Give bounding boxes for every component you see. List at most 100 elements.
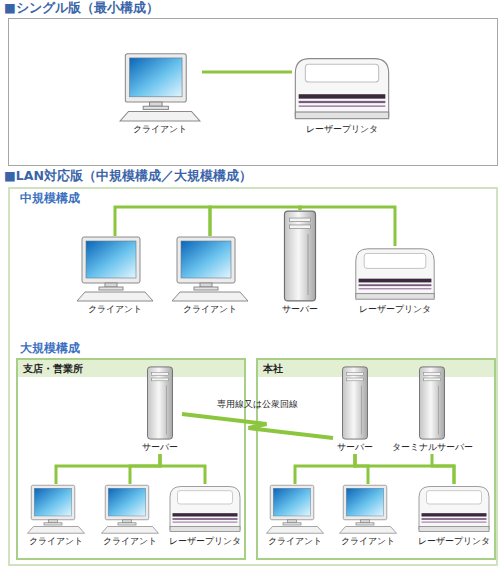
device-label: サーバー — [258, 302, 342, 316]
device-label: レーザープリンタ — [328, 302, 462, 316]
device-label: クライアント — [318, 534, 418, 548]
device-label: クライアント — [98, 122, 222, 136]
printer-body — [295, 59, 388, 117]
printer-device: レーザープリンタ — [292, 46, 392, 136]
client-icon — [338, 484, 398, 534]
monitor-body — [177, 237, 235, 283]
device-label: レーザープリンタ — [147, 534, 263, 548]
client-device: クライアント — [265, 484, 325, 548]
device-label: クライアント — [80, 534, 180, 548]
keyboard — [120, 112, 200, 121]
device-label: レーザープリンタ — [396, 534, 502, 548]
monitor-stand — [288, 520, 297, 523]
printer-base — [419, 527, 489, 532]
server-case — [148, 367, 173, 439]
monitor-base — [194, 287, 218, 290]
monitor-screen — [181, 241, 231, 278]
device-label: ターミナルサーバー — [368, 440, 496, 454]
site-heading: 支店・営業所 — [18, 360, 244, 377]
monitor-body — [31, 485, 75, 520]
paper-slot — [299, 105, 386, 107]
monitor-base — [283, 523, 301, 525]
case-edge — [438, 385, 439, 434]
printer-base — [170, 527, 240, 532]
monitor-stand — [361, 520, 370, 523]
monitor-base — [143, 106, 168, 109]
server-device: サーバー — [333, 366, 377, 454]
device-label: レーザープリンタ — [272, 122, 412, 136]
printer-body — [170, 487, 240, 530]
monitor-screen — [108, 488, 146, 516]
paper-slot — [299, 94, 386, 98]
printer-top — [178, 491, 233, 504]
monitor-screen — [130, 58, 183, 97]
server-icon — [278, 210, 322, 302]
client-device: クライアント — [338, 484, 398, 548]
paper-slot — [359, 288, 432, 289]
device-label: クライアント — [150, 302, 270, 316]
case-edge — [308, 234, 309, 295]
server-case — [420, 367, 445, 439]
server-icon — [388, 366, 476, 440]
site-heading: 本社 — [258, 360, 494, 377]
site-frame: 支店・営業所サーバークライアントクライアントレーザープリンタ — [16, 358, 246, 560]
server-case — [284, 211, 315, 301]
link-label: 専用線又は公衆回線 — [217, 398, 298, 410]
paper-slot — [359, 284, 432, 286]
monitor-screen — [34, 488, 72, 516]
client-icon — [100, 484, 160, 534]
monitor-stand — [200, 283, 212, 287]
client-icon — [265, 484, 325, 534]
paper-slot — [359, 279, 432, 283]
device-label: サーバー — [313, 440, 397, 454]
monitor-base — [356, 523, 374, 525]
monitor-body — [125, 54, 186, 102]
printer-top — [305, 64, 378, 82]
printer-icon — [416, 484, 492, 534]
client-icon — [26, 484, 86, 534]
paper-slot — [173, 518, 238, 520]
monitor-body — [82, 237, 140, 283]
device-label: クライアント — [6, 534, 106, 548]
paper-slot — [173, 522, 238, 523]
server-device: サーバー — [278, 210, 322, 316]
client-icon — [75, 236, 155, 302]
printer-top — [364, 253, 426, 268]
keyboard — [340, 527, 397, 534]
monitor-body — [343, 485, 387, 520]
monitor-stand — [105, 283, 117, 287]
section-frame: ■LAN対応版（中規模構成／大規模構成）クライアントクライアントサーバーレーザー… — [8, 187, 498, 566]
drive-bay — [347, 372, 364, 375]
printer-base — [356, 294, 434, 300]
printer-base — [295, 112, 388, 119]
section-heading: ■シングル版（最小構成） — [4, 0, 159, 16]
printer-device: レーザープリンタ — [348, 246, 442, 316]
paper-slot — [422, 513, 487, 516]
monitor-base — [99, 287, 123, 290]
client-device: クライアント — [75, 236, 155, 316]
drive-bay — [290, 225, 311, 228]
paper-slot — [173, 513, 238, 516]
server-icon — [138, 366, 182, 440]
printer-device: レーザープリンタ — [416, 484, 492, 548]
case-edge — [166, 385, 167, 434]
device-label: サーバー — [118, 440, 202, 454]
server-case — [343, 367, 368, 439]
site-frame: 本社サーバーターミナルサーバークライアントクライアントレーザープリンタ — [256, 358, 496, 560]
keyboard — [28, 527, 85, 534]
server-device: サーバー — [138, 366, 182, 454]
client-icon — [118, 40, 202, 122]
drive-bay — [424, 378, 441, 381]
drive-bay — [152, 372, 169, 375]
monitor-body — [270, 485, 314, 520]
monitor-body — [105, 485, 149, 520]
client-icon — [170, 236, 250, 302]
monitor-stand — [123, 520, 132, 523]
client-device: クライアント — [26, 484, 86, 548]
drive-bay — [290, 218, 311, 221]
monitor-stand — [49, 520, 58, 523]
monitor-base — [118, 523, 136, 525]
printer-icon — [167, 484, 243, 534]
server-device: ターミナルサーバー — [388, 366, 476, 454]
client-device: クライアント — [100, 484, 160, 548]
